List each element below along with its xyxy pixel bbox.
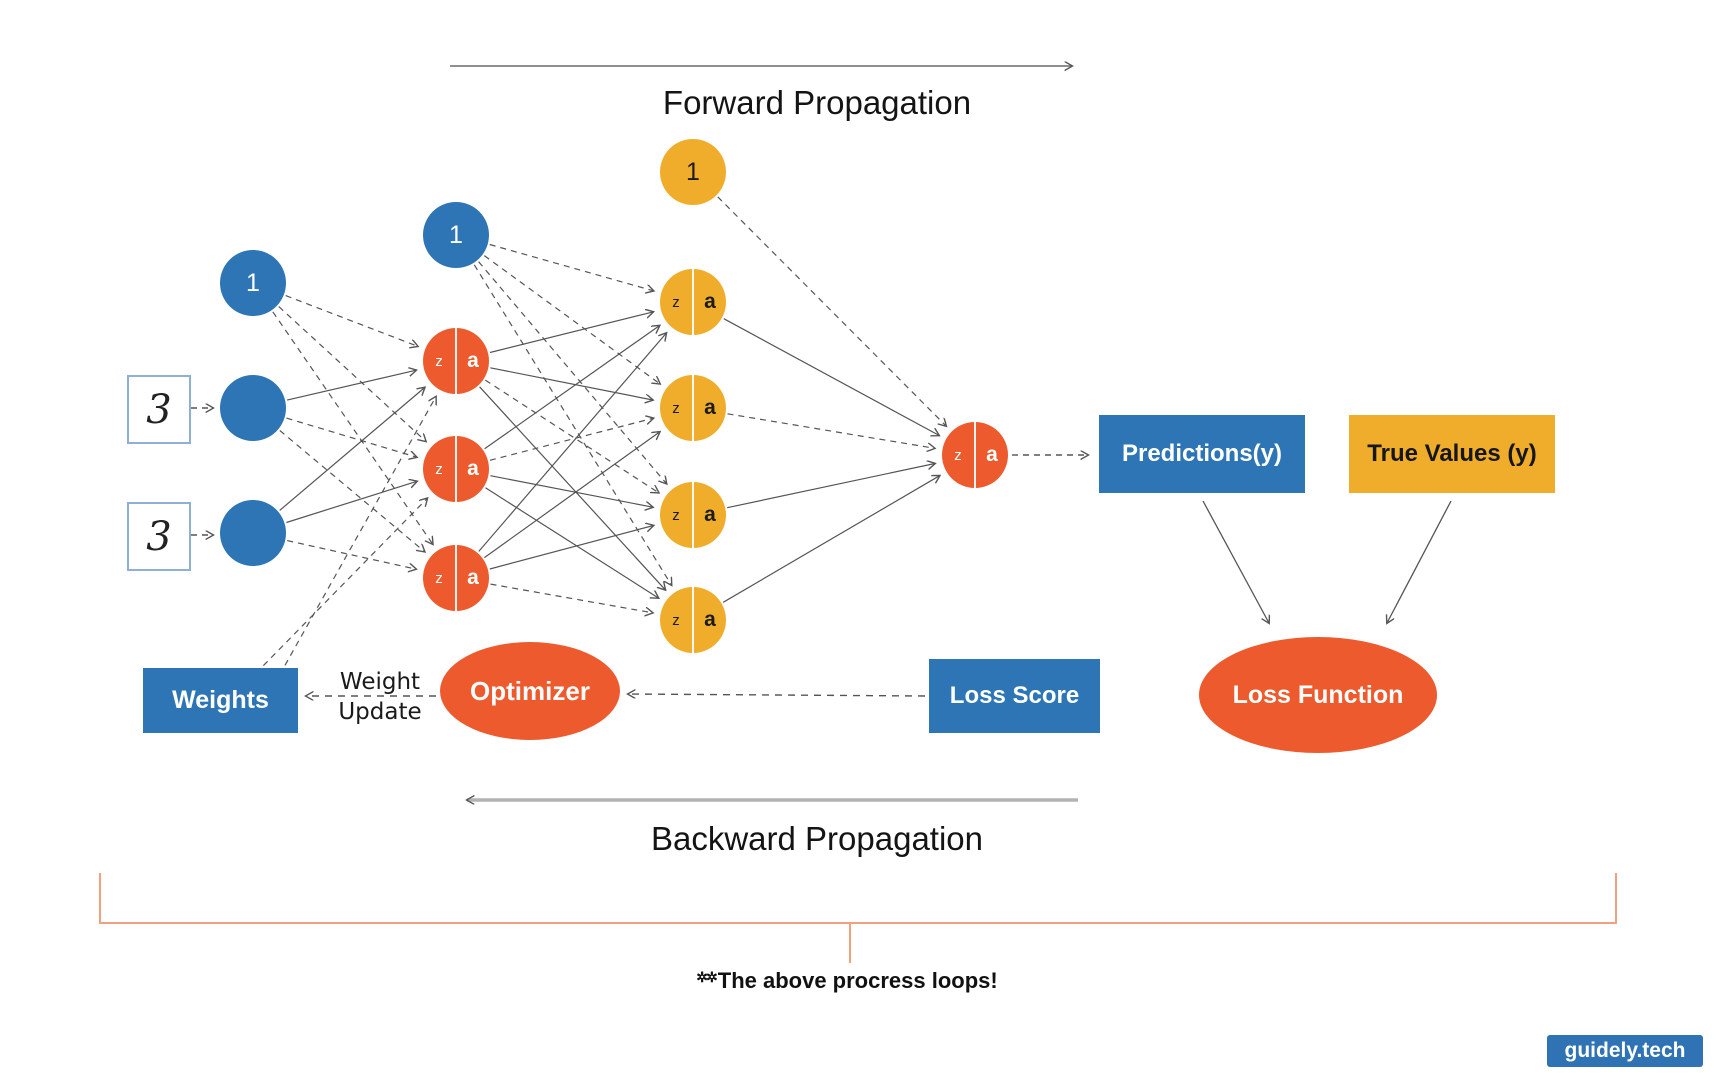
edge-WA2-H1_1: [284, 397, 436, 666]
backward-propagation-title: Backward Propagation: [650, 820, 984, 857]
node-divider: [692, 587, 694, 653]
input-value-box-2: 3: [127, 502, 191, 571]
node-divider: [455, 545, 457, 611]
edge-H2_B-OUT: [717, 196, 946, 426]
edge-IN_2-H1_2: [286, 481, 417, 524]
edge-IN_1-H1_3: [279, 430, 425, 552]
node-divider: [455, 436, 457, 502]
input-value-2: 3: [146, 513, 172, 560]
loop-bracket: [99, 873, 1617, 963]
edge-H2_3-OUT: [727, 464, 935, 509]
edge-H2_1-OUT: [723, 318, 939, 436]
input-value-1: 3: [146, 386, 172, 433]
forward-propagation-title: Forward Propagation: [662, 84, 972, 121]
edge-IN_2-H1_3: [287, 540, 416, 570]
hidden2-bias-node: 1: [660, 139, 726, 205]
edge-H1_2-H2_4: [485, 487, 659, 598]
edge-H1_3-H2_4: [490, 583, 653, 613]
edge-IN_B-H1_3: [272, 311, 433, 544]
predictions-box: Predictions(y): [1099, 415, 1305, 493]
edge-H1_B-H2_1: [489, 243, 654, 291]
loss-score-box: Loss Score: [929, 659, 1100, 733]
weight-update-label: Weight Update: [338, 669, 422, 725]
edge-H1_1-H2_2: [490, 367, 653, 400]
edge-H1_3-H2_3: [489, 526, 654, 570]
edge-H2_4-OUT: [722, 476, 939, 603]
guidely-logo: guidely.tech: [1547, 1035, 1703, 1067]
edge-H2_2-OUT: [727, 413, 935, 449]
truevalues-to-lossfunction-arrow: [1387, 500, 1452, 623]
edge-IN_B-H1_2: [278, 306, 426, 442]
true-values-box: True Values (y): [1349, 415, 1555, 493]
edge-IN_1-H1_2: [286, 417, 417, 457]
node-divider: [455, 328, 457, 394]
footnote-asterisks: ✲✲: [696, 969, 718, 985]
footnote: ✲✲The above procress loops!: [696, 968, 998, 993]
edge-H1_B-H2_2: [483, 255, 660, 384]
weights-box: Weights: [143, 668, 298, 733]
input-node-1: [220, 375, 286, 441]
input-value-box-1: 3: [127, 375, 191, 444]
edge-WA1-H1_2: [262, 498, 427, 667]
node-divider: [692, 375, 694, 441]
edge-H1_B-H2_3: [478, 261, 667, 484]
edge-H1_2-H2_3: [490, 475, 652, 508]
node-divider: [692, 482, 694, 548]
edge-IN_1-H1_1: [286, 370, 416, 401]
edge-H1_3-H2_1: [478, 333, 667, 552]
edge-H1_1-H2_1: [489, 312, 653, 354]
hidden1-bias-node: 1: [423, 202, 489, 268]
edge-H1_3-H2_2: [484, 432, 659, 559]
edge-H1_B-H2_4: [473, 264, 671, 585]
node-divider: [974, 422, 976, 488]
network-edges: [262, 196, 946, 667]
edge-H1_1-H2_4: [479, 386, 666, 590]
predictions-to-lossfunction-arrow: [1202, 500, 1269, 623]
input-node-2: [220, 500, 286, 566]
edge-IN_B-H1_1: [285, 295, 418, 347]
node-divider: [692, 269, 694, 335]
edge-H1_1-H2_3: [484, 379, 658, 493]
lossscore-to-optimizer-arrow: [628, 694, 926, 696]
loss-function-ellipse: Loss Function: [1199, 637, 1437, 753]
input-bias-node: 1: [220, 250, 286, 316]
edge-IN_2-H1_1: [279, 388, 425, 511]
edge-H1_2-H2_1: [484, 326, 660, 450]
optimizer-ellipse: Optimizer: [440, 642, 620, 740]
